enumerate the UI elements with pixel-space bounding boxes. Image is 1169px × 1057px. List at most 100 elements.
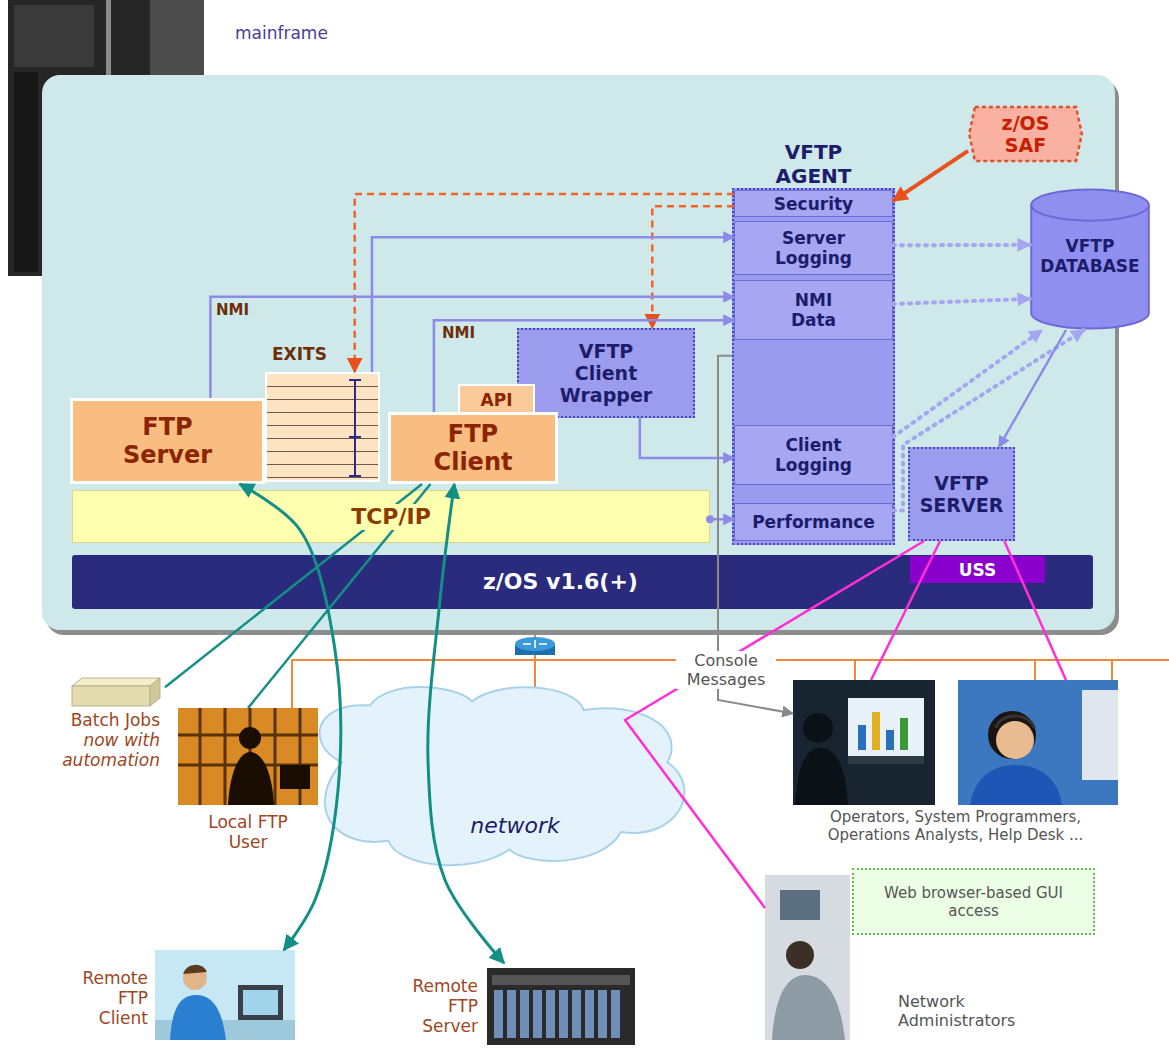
node-label: Network Administrators bbox=[898, 992, 1048, 1030]
edge-label: NMI bbox=[214, 301, 251, 319]
node-label: NMI Data bbox=[779, 290, 849, 330]
person-body bbox=[795, 748, 848, 805]
uss-tab: USS bbox=[910, 556, 1045, 583]
node-label: Remote FTP Server bbox=[388, 976, 478, 1036]
caption-note: now with automation bbox=[50, 730, 160, 770]
user-photo bbox=[178, 708, 318, 805]
edge-label-holder: Console Messages bbox=[676, 651, 776, 689]
chart-bar bbox=[886, 730, 894, 750]
operator-photo bbox=[958, 680, 1118, 805]
node-label: Operators, System Programmers, Operation… bbox=[796, 808, 1116, 844]
chart-bar bbox=[858, 725, 866, 750]
node-label: Security bbox=[774, 194, 853, 214]
edge-label: Console Messages bbox=[676, 651, 776, 689]
node-label: z/OS SAF bbox=[991, 112, 1061, 156]
cabinet-side bbox=[14, 72, 38, 272]
network-cloud-outline bbox=[300, 675, 700, 880]
node-label: z/OS v1.6(+) bbox=[477, 569, 644, 595]
person-body bbox=[170, 995, 226, 1040]
agent-section: Client Logging bbox=[734, 425, 893, 485]
system-label: mainframe bbox=[235, 23, 328, 43]
headset bbox=[996, 716, 1034, 728]
window-grid bbox=[178, 708, 318, 805]
security-hexagon: z/OS SAF bbox=[968, 106, 1083, 162]
exit-heading: EXITS bbox=[272, 344, 327, 364]
cabinet-panel bbox=[14, 5, 94, 67]
agent-heading: VFTP AGENT bbox=[759, 140, 869, 188]
batch-group: Batch Jobsnow with automation bbox=[38, 676, 165, 788]
node-label: VFTP Client Wrapper bbox=[549, 340, 664, 406]
blade bbox=[572, 990, 581, 1038]
node-label: Performance bbox=[752, 512, 875, 532]
node-label: network bbox=[470, 813, 559, 839]
server-box: VFTP SERVER bbox=[908, 447, 1015, 541]
person-hair bbox=[183, 965, 207, 974]
ftp-box: FTP Client bbox=[388, 412, 558, 484]
node-label: Web browser-based GUI access bbox=[884, 884, 1064, 920]
node-label: FTP Client bbox=[426, 420, 521, 476]
node-label: VFTP DATABASE bbox=[1032, 236, 1148, 276]
blade bbox=[494, 990, 503, 1038]
monitor bbox=[848, 698, 924, 756]
server-group: Remote FTP Server bbox=[388, 963, 640, 1048]
wrapper-box: VFTP Client Wrapper bbox=[517, 328, 695, 418]
batch-box-side bbox=[150, 678, 160, 706]
monitor bbox=[1082, 690, 1118, 780]
person-hair bbox=[988, 711, 1036, 759]
person-body bbox=[970, 765, 1062, 805]
hexagon-outline bbox=[969, 107, 1082, 161]
rack-header bbox=[492, 975, 630, 985]
monitor bbox=[780, 890, 820, 920]
agent-section: Server Logging bbox=[734, 221, 893, 275]
person-body bbox=[772, 975, 845, 1040]
blade bbox=[520, 990, 529, 1038]
terminal bbox=[280, 765, 310, 789]
database-cylinder: VFTP DATABASE bbox=[1030, 188, 1150, 330]
batch-box-top bbox=[72, 678, 160, 686]
system-panel: mainframez/OS SAFVFTP AGENTSecurityServe… bbox=[42, 75, 1115, 630]
node-label: TCP/IP bbox=[346, 504, 436, 530]
node-label: Remote FTP Client bbox=[72, 968, 148, 1028]
person-body bbox=[228, 752, 274, 805]
staff-group: Operators, System Programmers, Operation… bbox=[793, 680, 1118, 856]
client-photo bbox=[155, 950, 295, 1040]
blade bbox=[598, 990, 607, 1038]
user-group: Local FTP User bbox=[178, 708, 318, 860]
os-band: z/OS v1.6(+) USS bbox=[72, 555, 1093, 609]
chart-bar bbox=[900, 718, 908, 750]
cylinder-rim bbox=[1031, 205, 1149, 221]
person-head bbox=[786, 941, 814, 969]
network-cloud: network bbox=[300, 675, 700, 880]
blade bbox=[611, 990, 620, 1038]
agent-section: Performance bbox=[734, 503, 893, 541]
person-head bbox=[803, 713, 833, 743]
node-label: Client Logging bbox=[769, 435, 859, 475]
operator-photo bbox=[793, 680, 935, 805]
agent-section: Security bbox=[734, 190, 893, 217]
server-rack bbox=[487, 968, 635, 1045]
caption: Batch Jobs bbox=[71, 710, 160, 730]
router-arrows bbox=[523, 640, 547, 648]
batch-box-front bbox=[72, 686, 150, 706]
blade bbox=[507, 990, 516, 1038]
stack-bar: TCP/IP bbox=[72, 490, 710, 543]
blade bbox=[559, 990, 568, 1038]
api-tab: API bbox=[458, 384, 535, 415]
agent-column: VFTP AGENTSecurityServer LoggingNMI Data… bbox=[732, 188, 895, 545]
node-label: API bbox=[481, 390, 513, 410]
node-label: VFTP SERVER bbox=[912, 472, 1012, 516]
cloud-outline bbox=[320, 687, 685, 865]
node-label: Server Logging bbox=[769, 228, 859, 268]
blade bbox=[533, 990, 542, 1038]
chart-bar bbox=[872, 712, 880, 750]
edge-label-holder: NMI bbox=[214, 301, 251, 319]
blade bbox=[585, 990, 594, 1038]
router-top bbox=[515, 637, 555, 651]
agent-section: NMI Data bbox=[734, 280, 893, 340]
access-note: Web browser-based GUI access bbox=[852, 868, 1095, 935]
exit-stack: EXITS bbox=[265, 372, 380, 482]
admin-photo bbox=[765, 875, 850, 1040]
node-label: USS bbox=[955, 560, 1001, 580]
monitor-stand bbox=[848, 756, 924, 764]
edge-label-holder: NMI bbox=[440, 324, 477, 342]
